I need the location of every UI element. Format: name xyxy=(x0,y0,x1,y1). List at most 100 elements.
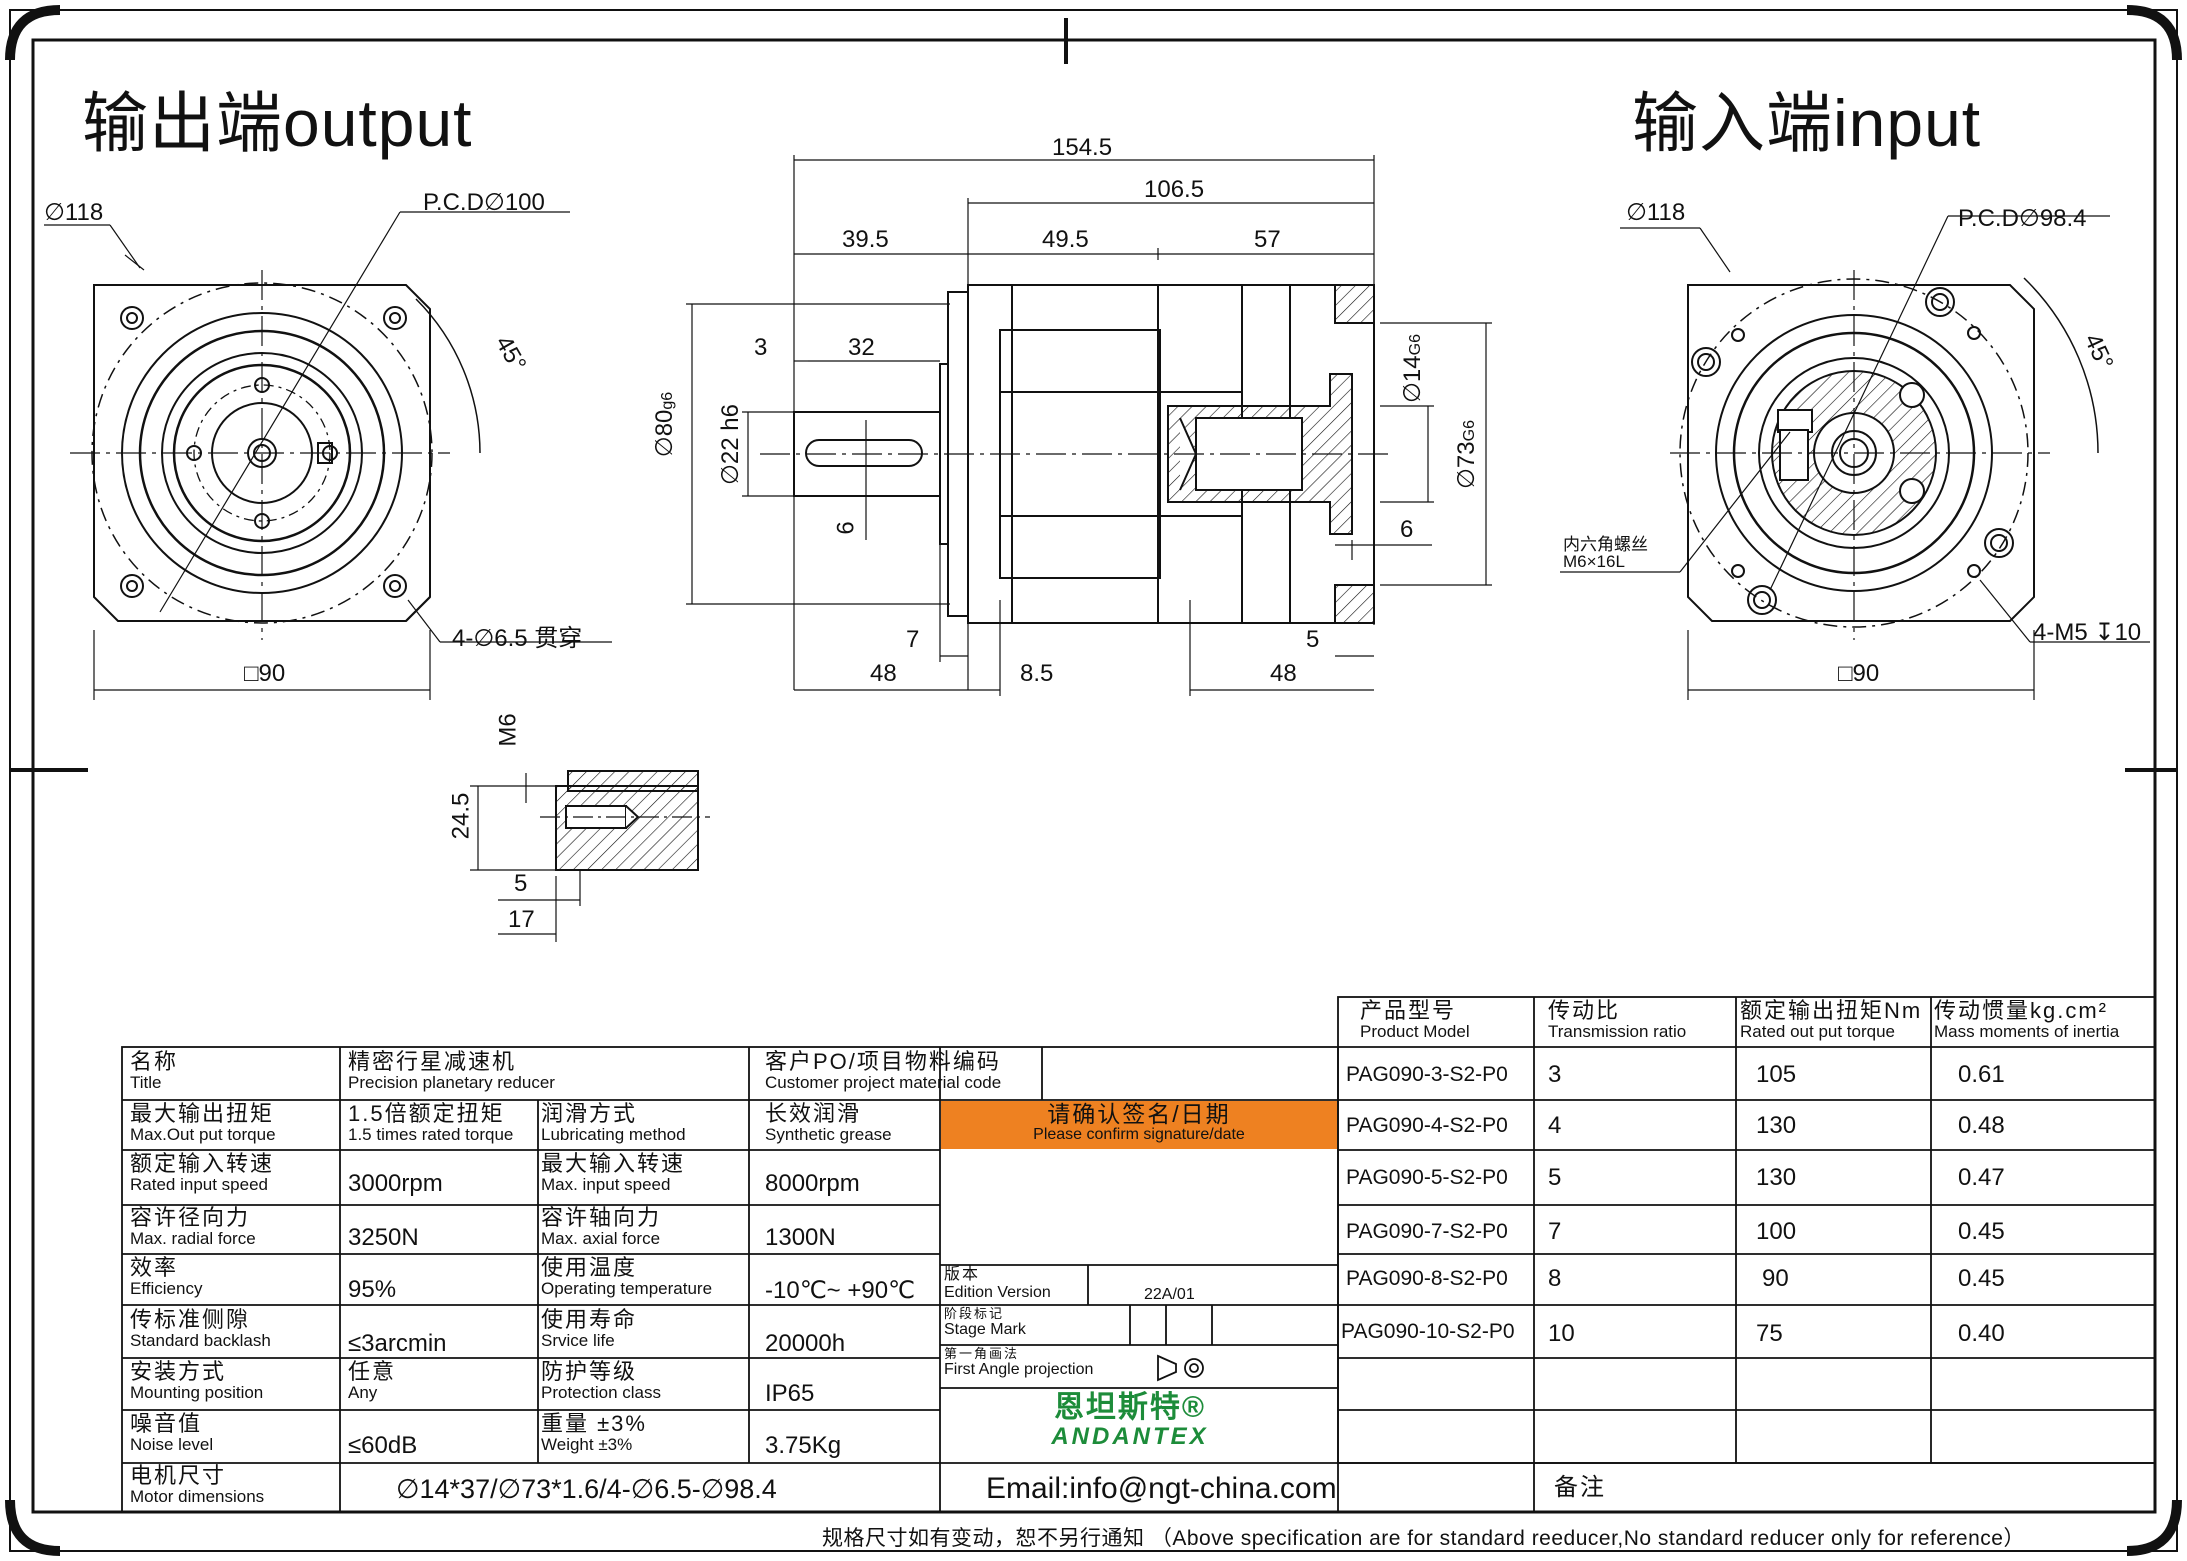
spec-label-mounting: 安装方式 Mounting position xyxy=(130,1359,264,1402)
spec-label-rated-speed: 额定输入转速 Rated input speed xyxy=(130,1151,275,1194)
product-row-ratio: 3 xyxy=(1548,1061,1562,1088)
confirm-signature-box[interactable]: 请确认签名/日期 Please confirm signature/date xyxy=(941,1102,1337,1144)
edition-value: 22A/01 xyxy=(1144,1286,1195,1303)
spec-value-max-torque: 1.5倍额定扭矩 1.5 times rated torque xyxy=(348,1101,514,1144)
confirm-bg xyxy=(941,1101,1337,1149)
product-header-model: 产品型号 Product Model xyxy=(1360,998,1470,1041)
spec-label-protection: 防护等级 Protection class xyxy=(541,1359,661,1402)
spec-title-label: 名称 Title xyxy=(130,1049,179,1092)
projection-label: 第一角画法 First Angle projection xyxy=(944,1346,1094,1378)
input-screw-cn: 内六角螺丝 xyxy=(1563,535,1648,554)
spec-value-motor-dimensions: ∅14*37/∅73*1.6/4-∅6.5-∅98.4 xyxy=(396,1474,777,1504)
dim-3: 3 xyxy=(754,334,768,361)
dim-154: 154.5 xyxy=(1052,134,1113,161)
output-title: 输出端output xyxy=(82,86,473,160)
product-row-model: PAG090-5-S2-P0 xyxy=(1346,1166,1508,1189)
dim-57: 57 xyxy=(1254,226,1281,253)
remark-label: 备注 xyxy=(1554,1474,1606,1501)
spec-value-weight: 3.75Kg xyxy=(765,1432,842,1459)
product-row-inertia: 0.47 xyxy=(1958,1164,2005,1191)
spec-label-radial-force: 容许径向力 Max. radial force xyxy=(130,1205,256,1248)
output-square-label: □90 xyxy=(244,660,286,687)
product-row-ratio: 7 xyxy=(1548,1218,1562,1245)
spec-label-max-speed: 最大输入转速 Max. input speed xyxy=(541,1151,686,1194)
edition-label: 版本 Edition Version xyxy=(944,1266,1051,1301)
spec-label-noise: 噪音值 Noise level xyxy=(130,1411,214,1454)
spec-label-weight: 重量 ±3% Weight ±3% xyxy=(541,1411,647,1454)
output-flange-view xyxy=(44,211,612,700)
dim-5: 5 xyxy=(1306,626,1320,653)
input-square-label: □90 xyxy=(1838,660,1880,687)
stage-mark-label: 阶段标记 Stage Mark xyxy=(944,1306,1026,1338)
spec-value-efficiency: 95% xyxy=(348,1276,397,1303)
spec-value-mounting: 任意 Any xyxy=(348,1359,397,1402)
spec-value-axial-force: 1300N xyxy=(765,1224,836,1251)
confirm-label-cn: 请确认签名/日期 xyxy=(1047,1101,1231,1127)
spec-label-motor-dimensions: 电机尺寸 Motor dimensions xyxy=(130,1463,265,1506)
product-row-ratio: 10 xyxy=(1548,1320,1575,1347)
dim-32: 32 xyxy=(848,334,875,361)
dim-49: 49.5 xyxy=(1042,226,1089,253)
output-pcd-label: P.C.D∅100 xyxy=(423,189,545,216)
confirm-label-en: Please confirm signature/date xyxy=(1033,1126,1245,1143)
input-screw-en: M6×16L xyxy=(1563,552,1625,571)
input-title: 输入端input xyxy=(1632,86,1982,160)
product-row-torque: 130 xyxy=(1756,1164,1797,1191)
spec-label-max-torque: 最大输出扭矩 Max.Out put torque xyxy=(130,1101,276,1144)
contact-email[interactable]: Email:info@ngt-china.com xyxy=(986,1472,1337,1505)
spec-value-lubricating: 长效润滑 Synthetic grease xyxy=(765,1101,892,1144)
product-header-torque: 额定输出扭矩Nm Rated out put torque xyxy=(1740,998,1923,1041)
product-row-model: PAG090-4-S2-P0 xyxy=(1346,1114,1508,1137)
spec-label-lubricating: 润滑方式 Lubricating method xyxy=(541,1101,686,1144)
detail-17: 17 xyxy=(508,906,535,933)
product-header-ratio: 传动比 Transmission ratio xyxy=(1548,998,1687,1041)
product-row-model: PAG090-3-S2-P0 xyxy=(1346,1063,1508,1086)
spec-label-temperature: 使用温度 Operating temperature xyxy=(541,1255,713,1298)
product-row-ratio: 8 xyxy=(1548,1265,1562,1292)
product-row-model: PAG090-8-S2-P0 xyxy=(1346,1267,1508,1290)
side-view xyxy=(686,155,1492,696)
dim-14: ∅14G6 xyxy=(1398,334,1427,403)
brand-name-cn: 恩坦斯特® xyxy=(1053,1391,1207,1424)
dim-14-value: ∅14 xyxy=(1398,355,1426,403)
brand-logo: 恩坦斯特® ANDANTEX xyxy=(1010,1392,1250,1450)
product-row-torque: 90 xyxy=(1762,1265,1789,1292)
spec-value-rated-speed: 3000rpm xyxy=(348,1170,443,1197)
dim-14-tol: G6 xyxy=(1406,334,1424,356)
table-grid xyxy=(121,996,2156,1513)
dim-6a: 6 xyxy=(832,521,860,535)
brand-name-en: ANDANTEX xyxy=(1051,1423,1209,1450)
spec-value-radial-force: 3250N xyxy=(348,1224,419,1251)
spec-label-service-life: 使用寿命 Srvice life xyxy=(541,1307,638,1350)
spec-customer-code: 客户PO/项目物料编码 Customer project material co… xyxy=(765,1049,1002,1092)
spec-value-noise: ≤60dB xyxy=(348,1432,418,1459)
dim-7: 7 xyxy=(906,626,920,653)
product-row-torque: 105 xyxy=(1756,1061,1797,1088)
output-dia-label: ∅118 xyxy=(44,199,104,226)
product-row-inertia: 0.61 xyxy=(1958,1061,2005,1088)
product-row-torque: 75 xyxy=(1756,1320,1783,1347)
product-row-inertia: 0.48 xyxy=(1958,1112,2005,1139)
detail-24-5: 24.5 xyxy=(447,792,475,840)
dim-106: 106.5 xyxy=(1144,176,1205,203)
detail-5: 5 xyxy=(514,870,528,897)
spec-value-service-life: 20000h xyxy=(765,1330,846,1357)
input-pcd-label: P.C.D∅98.4 xyxy=(1958,205,2087,232)
dim-39: 39.5 xyxy=(842,226,889,253)
dim-8-5: 8.5 xyxy=(1020,660,1054,687)
dim-22: ∅22 h6 xyxy=(716,404,744,485)
spec-value-temperature: -10℃~ +90℃ xyxy=(765,1277,915,1304)
product-header-inertia: 传动惯量kg.cm² Mass moments of inertia xyxy=(1934,998,2120,1041)
dim-48a: 48 xyxy=(870,660,897,687)
spec-value-protection: IP65 xyxy=(765,1380,815,1407)
product-row-model: PAG090-10-S2-P0 xyxy=(1341,1320,1515,1343)
product-row-ratio: 5 xyxy=(1548,1164,1562,1191)
product-row-inertia: 0.40 xyxy=(1958,1320,2005,1347)
spec-title-value: 精密行星减速机 Precision planetary reducer xyxy=(348,1049,555,1092)
product-row-model: PAG090-7-S2-P0 xyxy=(1346,1220,1508,1243)
dim-80-value: ∅80 xyxy=(651,409,679,458)
detail-m6: M6 xyxy=(494,713,522,747)
spec-value-backlash: ≤3arcmin xyxy=(348,1330,447,1357)
product-row-ratio: 4 xyxy=(1548,1112,1562,1139)
